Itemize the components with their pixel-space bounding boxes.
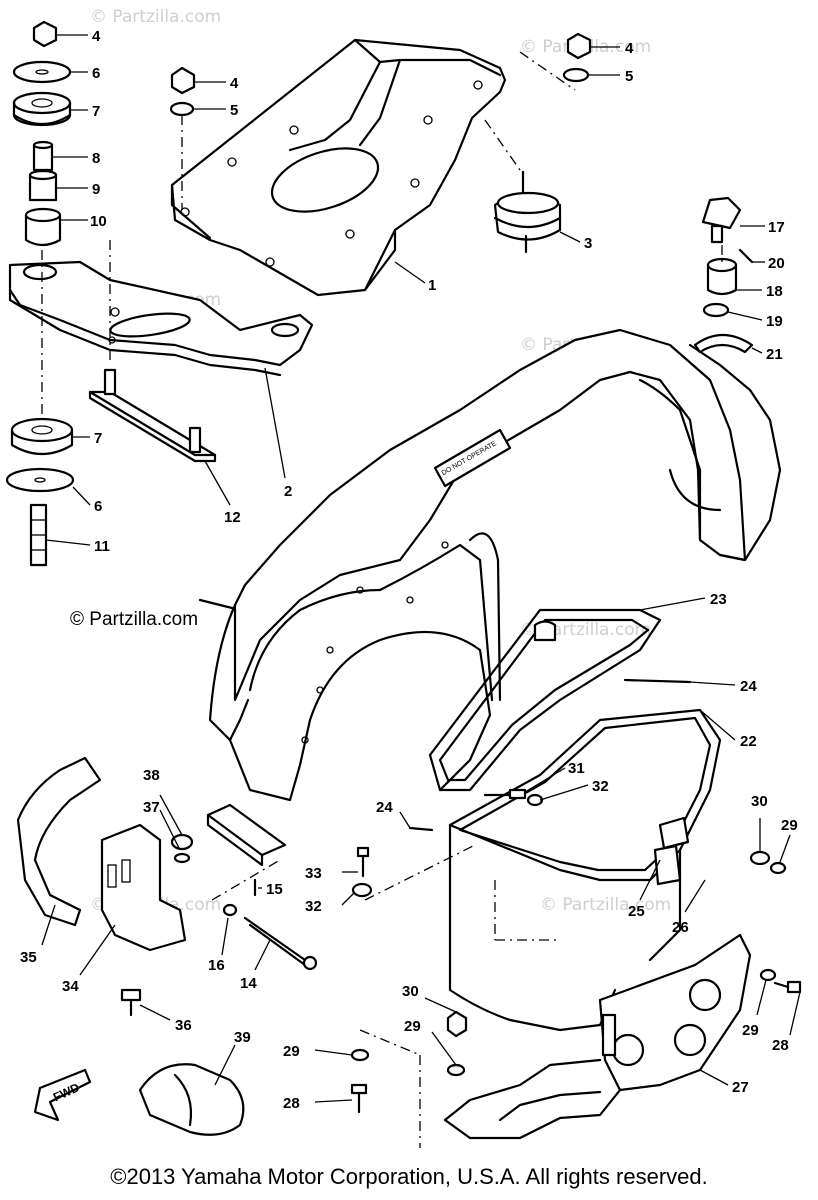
callout-39: 39	[234, 1029, 251, 1046]
callout-6: 6	[92, 65, 100, 82]
callout-5: 5	[230, 102, 238, 119]
part-34-35-strap-bracket	[16, 756, 187, 1017]
callout-35: 35	[20, 949, 37, 966]
right-switch-group	[693, 196, 754, 354]
callout-23: 23	[710, 591, 727, 608]
guide-lines	[41, 51, 723, 1056]
belt-cover-housing: DO NOT OPERATE	[198, 328, 782, 867]
callout-30: 30	[751, 793, 768, 810]
callout-27: 27	[732, 1079, 749, 1096]
callout-7: 7	[92, 103, 100, 120]
callout-31: 31	[568, 760, 585, 777]
part-12-stud-plate	[88, 368, 217, 463]
part-1-mount-plate	[170, 38, 507, 297]
callout-29: 29	[404, 1018, 421, 1035]
part-39-cover	[138, 1063, 245, 1136]
callout-4: 4	[230, 75, 239, 92]
callout-28: 28	[772, 1037, 789, 1054]
callout-29: 29	[781, 817, 798, 834]
callout-1: 1	[428, 277, 436, 294]
callout-25: 25	[628, 903, 645, 920]
small-fasteners	[170, 678, 802, 1114]
part-2-bracket	[8, 260, 314, 377]
callout-29: 29	[742, 1022, 759, 1039]
callout-16: 16	[208, 957, 225, 974]
part-3-rubber-mount	[493, 170, 562, 254]
callout-4: 4	[92, 28, 101, 45]
callout-19: 19	[766, 313, 783, 330]
callout-24: 24	[376, 799, 393, 816]
leader-lines	[41, 34, 801, 1103]
callout-5: 5	[625, 68, 633, 85]
callout-29: 29	[283, 1043, 300, 1060]
callout-18: 18	[766, 283, 783, 300]
callout-4: 4	[625, 40, 634, 57]
watermark: © Partzilla.com	[540, 895, 671, 915]
callout-30: 30	[402, 983, 419, 1000]
callout-22: 22	[740, 733, 757, 750]
callout-38: 38	[143, 767, 160, 784]
part-22-battery-box	[448, 708, 722, 1032]
lower-left-stack	[5, 417, 75, 567]
callout-28: 28	[283, 1095, 300, 1112]
callout-15: 15	[266, 881, 283, 898]
callout-3: 3	[584, 235, 592, 252]
callout-7: 7	[94, 430, 102, 447]
watermark: © Partzilla.com	[90, 7, 221, 27]
callout-2: 2	[284, 483, 292, 500]
callout-11: 11	[94, 538, 110, 555]
callout-33: 33	[305, 865, 322, 882]
copyright-notice: ©2013 Yamaha Motor Corporation, U.S.A. A…	[110, 1164, 708, 1189]
callout-8: 8	[92, 150, 100, 167]
callout-32: 32	[305, 898, 322, 915]
fwd-arrow: FWD	[33, 1068, 92, 1122]
callout-numbers: 4 6 7 8 9 10 4 5 4 5 1 3 17 20 18 19 21 …	[20, 28, 798, 1112]
part-27-battery-holder	[419, 933, 752, 1148]
callout-24: 24	[740, 678, 757, 695]
callout-34: 34	[62, 978, 79, 995]
callout-36: 36	[175, 1017, 192, 1034]
callout-6: 6	[94, 498, 102, 515]
callout-10: 10	[90, 213, 107, 230]
partzilla-watermark: © Partzilla.com	[70, 609, 199, 630]
callout-37: 37	[143, 799, 160, 816]
left-mount-stack	[12, 20, 72, 247]
callout-14: 14	[240, 975, 257, 992]
callout-17: 17	[768, 219, 785, 236]
callout-12: 12	[224, 509, 241, 526]
callout-32: 32	[592, 778, 609, 795]
callout-21: 21	[766, 346, 783, 363]
part-23-gasket	[428, 608, 662, 792]
callout-26: 26	[672, 919, 689, 936]
callout-20: 20	[768, 255, 785, 272]
callout-9: 9	[92, 181, 100, 198]
top-right-fasteners	[169, 32, 592, 117]
